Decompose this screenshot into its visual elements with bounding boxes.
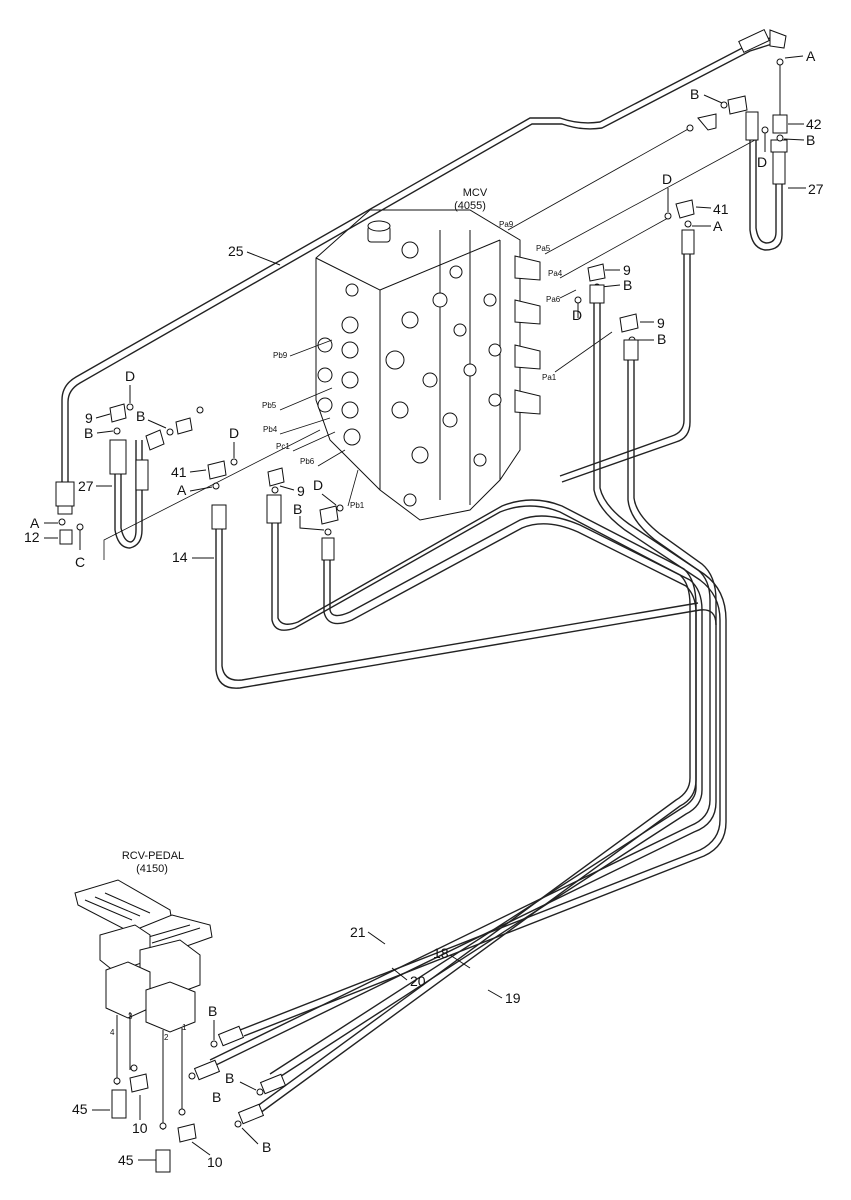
port-pb5: Pb5 <box>262 401 277 410</box>
port-pa1: Pa1 <box>542 373 557 382</box>
hose-19 <box>251 494 697 1117</box>
port-pa4: Pa4 <box>548 269 563 278</box>
callout-41-right: 41 <box>713 201 729 217</box>
pedal-port-2: 2 <box>164 1033 169 1042</box>
callout-b8: B <box>208 1003 217 1019</box>
callout-a3: A <box>177 482 187 498</box>
port-pb9: Pb9 <box>273 351 288 360</box>
port-pb1: Pb1 <box>350 501 365 510</box>
callout-41-left: 41 <box>171 464 187 480</box>
port-pa5: Pa5 <box>536 244 551 253</box>
rcv-pedal-name: RCV-PEDAL <box>122 850 184 862</box>
pedal-port-1: 1 <box>182 1023 187 1032</box>
fitting-42 <box>772 58 788 134</box>
hose-27-right <box>745 111 788 251</box>
rcv-pedal-code: (4150) <box>136 863 168 875</box>
callout-d3: D <box>572 307 582 323</box>
callout-a2: A <box>713 218 723 234</box>
port-pb4: Pb4 <box>263 425 278 434</box>
callout-b3: B <box>623 277 632 293</box>
callout-b11: B <box>262 1139 271 1155</box>
callout-9-lower: 9 <box>297 483 305 499</box>
callout-20: 20 <box>410 973 426 989</box>
mcv-name: MCV <box>463 187 488 199</box>
callout-b7: B <box>293 501 302 517</box>
callout-42: 42 <box>806 116 822 132</box>
callout-12: 12 <box>24 529 40 545</box>
callout-b6: B <box>136 408 145 424</box>
callout-d1: D <box>757 154 767 170</box>
callout-d6: D <box>313 477 323 493</box>
callout-21: 21 <box>350 924 366 940</box>
hose-27-left <box>109 429 165 549</box>
hose-21 <box>239 284 727 1037</box>
callout-27-right: 27 <box>808 181 824 197</box>
callout-9-mid: 9 <box>657 315 665 331</box>
hose-25 <box>55 28 787 515</box>
callout-9-left: 9 <box>85 410 93 426</box>
hose-20 <box>209 339 717 1067</box>
callout-b10: B <box>212 1089 221 1105</box>
hose-14-right-branch <box>559 229 695 483</box>
callout-d2: D <box>662 171 672 187</box>
pedal-hose-ends <box>193 1025 287 1125</box>
port-pa6: Pa6 <box>546 295 561 304</box>
callout-27-left: 27 <box>78 478 94 494</box>
port-leader-lines <box>279 127 756 507</box>
callout-b2: B <box>690 86 699 102</box>
callout-b1: B <box>806 132 815 148</box>
port-pc1: Pc1 <box>276 442 290 451</box>
callout-45-upper: 45 <box>72 1101 88 1117</box>
callout-19: 19 <box>505 990 521 1006</box>
callout-b5: B <box>84 425 93 441</box>
callout-10-lower: 10 <box>207 1154 223 1170</box>
mcv-code: (4055) <box>454 200 486 212</box>
callout-d4: D <box>125 368 135 384</box>
pedal-port-4: 4 <box>110 1028 115 1037</box>
callout-c: C <box>75 554 85 570</box>
port-pa9: Pa9 <box>499 220 514 229</box>
hose-18 <box>269 515 703 1081</box>
callout-b9: B <box>225 1070 234 1086</box>
pedal-port-3: 3 <box>128 1012 133 1021</box>
callout-a1: A <box>806 48 816 64</box>
mcv-valve-block <box>315 209 541 521</box>
callout-d5: D <box>229 425 239 441</box>
callout-18: 18 <box>433 945 449 961</box>
port-pb6: Pb6 <box>300 457 315 466</box>
callout-9-top: 9 <box>623 262 631 278</box>
callout-14: 14 <box>172 549 188 565</box>
callout-b4: B <box>657 331 666 347</box>
hose-14 <box>211 504 717 689</box>
callout-a4: A <box>30 515 40 531</box>
rcv-pedal <box>74 879 213 1130</box>
callout-25: 25 <box>228 243 244 259</box>
callout-45-lower: 45 <box>118 1152 134 1168</box>
callout-10-upper: 10 <box>132 1120 148 1136</box>
